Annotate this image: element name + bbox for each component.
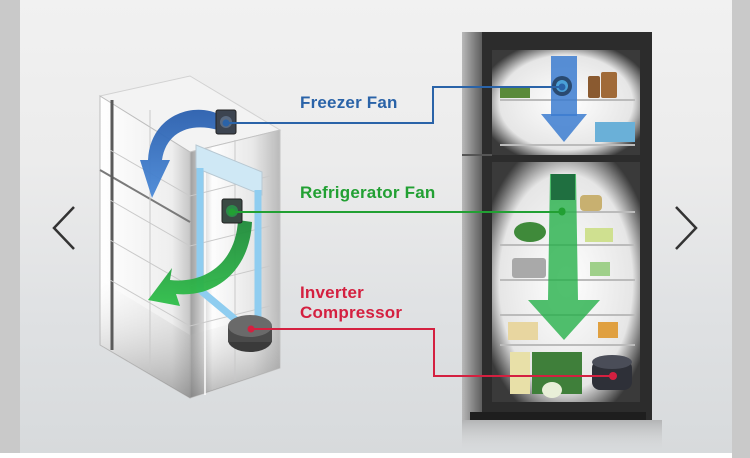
refrigerator-photo [462, 32, 662, 453]
freezer-fan-dot [558, 83, 566, 91]
freezer-airflow-arrow [140, 109, 222, 198]
compressor-label: Inverter Compressor [300, 283, 402, 323]
compressor-leader [251, 328, 613, 377]
refrigerator-fan-icon [221, 198, 243, 224]
cutaway-refrigerator [98, 75, 282, 399]
compressor-icon [228, 315, 272, 352]
food-items [500, 72, 635, 398]
refrigerator-fan-dot [558, 208, 566, 216]
compressor-dot [609, 372, 617, 380]
previous-slide-button[interactable] [45, 203, 85, 253]
freezer-fan-leader [226, 86, 562, 124]
leader-lines [226, 86, 613, 377]
refrigerator-fan-label: Refrigerator Fan [300, 183, 436, 202]
freezer-downflow-arrow [541, 56, 587, 142]
slide-bottom-edge [0, 453, 750, 458]
compressor-label-line2: Compressor [300, 303, 403, 322]
compressor-label-line1: Inverter [300, 283, 364, 302]
freezer-fan-label: Freezer Fan [300, 93, 398, 112]
next-slide-button[interactable] [665, 203, 705, 253]
chevron-left-icon [52, 206, 75, 250]
page-right-margin [732, 0, 750, 458]
chevron-right-icon [675, 206, 698, 250]
refrigerator-airflow-arrow [148, 220, 252, 306]
